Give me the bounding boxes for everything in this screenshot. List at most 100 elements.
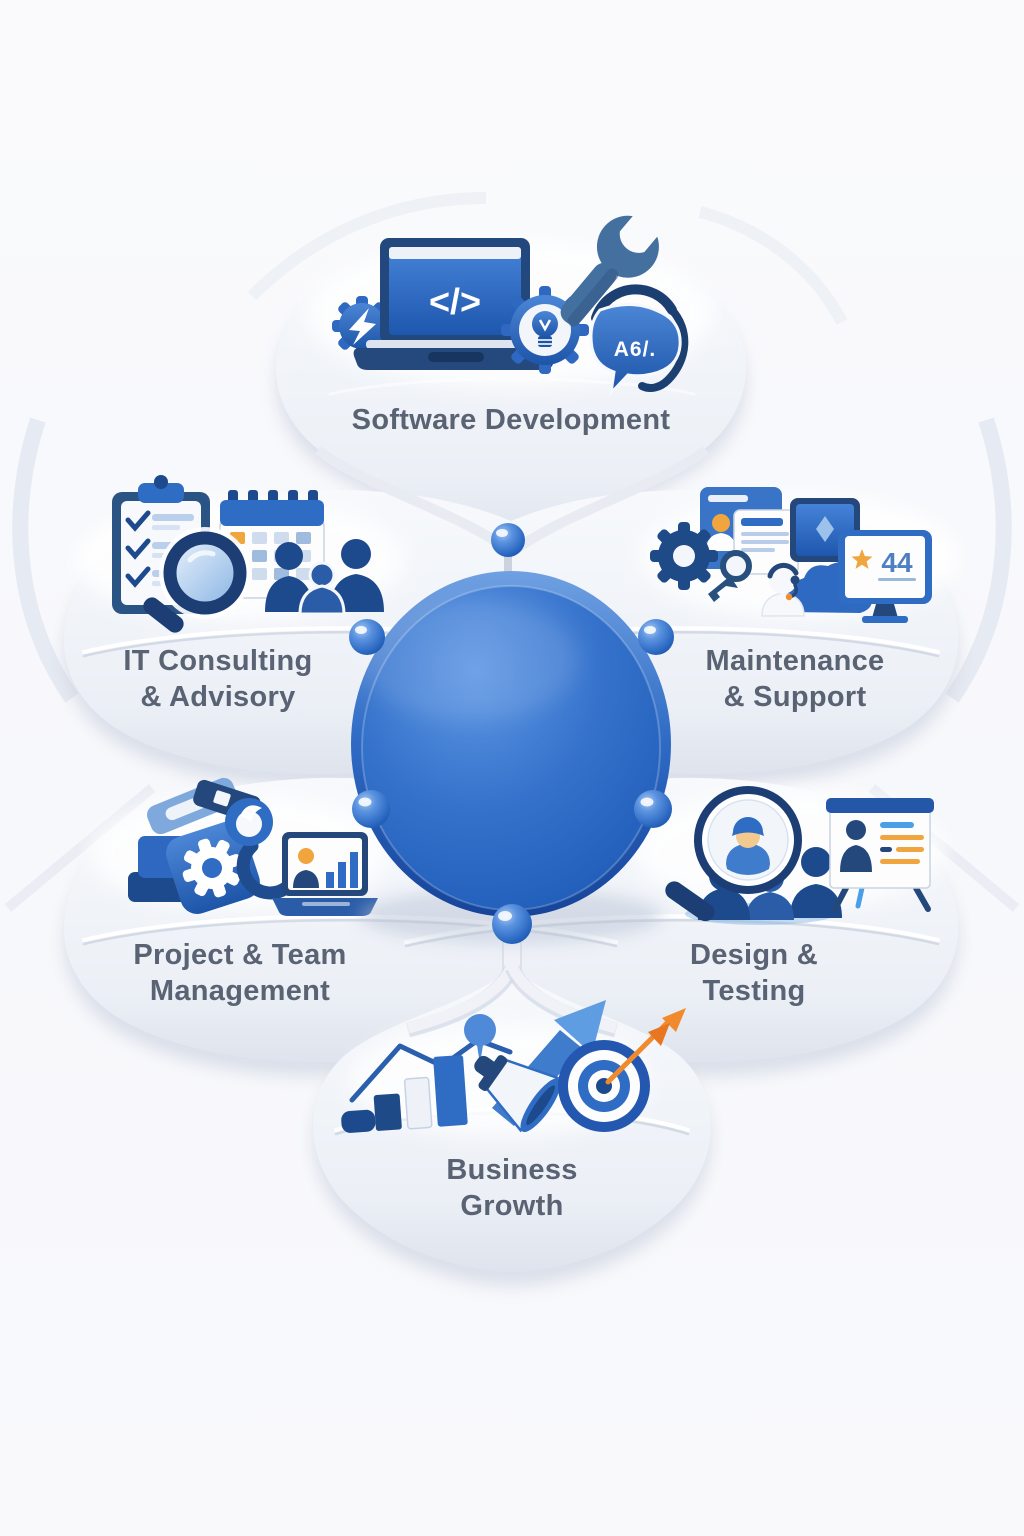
target-dart-icon [558,1008,686,1132]
wrench-head [596,215,659,278]
bar [326,872,334,888]
maintenance-support-icons: 44 [650,487,932,623]
avatar-hair [240,805,262,822]
clipboard-clip [138,483,184,503]
agent-mic [785,593,793,601]
check-mark [125,538,151,560]
chart-laptop-icon [272,832,378,916]
chat-bubble [589,303,682,398]
person-body [298,584,346,616]
monitor-rating-text: 44 [881,547,913,578]
bulb-filament [538,319,552,332]
person-head [308,561,336,589]
gear-hole [673,545,695,567]
bolt-glyph [349,308,376,345]
background-swoosh [945,417,1012,703]
petal-label-maintenance-support: Maintenance & Support [705,645,885,713]
avatar-body [706,533,736,551]
bulb-stripe [538,339,552,341]
petal-label-it-consulting: IT Consulting & Advisory [123,645,313,713]
rating-underline [878,578,916,581]
business-growth-icons [341,1000,686,1133]
laptop-screen [389,247,521,335]
arrow-head [554,1000,606,1054]
node-sphere [352,790,390,828]
connector-spheres [349,523,674,944]
profile-cap [732,817,764,836]
screen-topbar [389,247,521,259]
laptop-deck [366,340,544,349]
laptop-base [272,898,378,916]
monitor-base [862,616,908,623]
node-sphere [634,790,672,828]
person-body [293,870,319,888]
calendar-grid [230,532,311,580]
bulb-stripe [538,343,552,345]
chat-bubble-text: A6/. [614,338,657,361]
avatar-face [236,811,262,837]
check-mark [125,510,151,532]
card-line [708,495,748,502]
bar [403,1076,433,1130]
agent-headset [767,562,799,579]
bar [350,852,358,888]
trend-stem [477,1045,483,1058]
bar [338,862,346,888]
project-team-icons [128,777,378,916]
profile-body [726,843,770,875]
calendar-header [220,500,324,526]
support-chat-bubble-icon: A6/. [589,284,689,398]
monitor-stand [872,604,898,618]
gear-tile-icon [166,821,260,914]
list-line [152,514,194,521]
key-icon [708,550,752,602]
ridge [515,446,710,553]
avatar-icon [225,798,273,846]
gear-bolt-icon [332,296,392,356]
laptop-notch [428,352,484,362]
megaphone-band [478,1055,508,1092]
avatar-head [712,514,730,532]
code-glyph: </> [429,281,481,322]
keyboard-line [302,902,350,906]
center-hub [351,571,671,944]
clip-knob [154,475,168,489]
bar [433,1055,468,1127]
magnifier-handle [665,881,715,922]
petal-label-software-development: Software Development [351,404,671,437]
bulb-base [538,336,552,347]
arm-hole [213,790,231,807]
megaphone-bell-inner [526,1085,555,1126]
design-testing-icons [665,786,934,925]
gear-hole [202,858,222,878]
magnifier-ring [163,531,247,615]
doc-line [741,532,789,536]
doc-line [741,548,775,552]
bar-base [341,1109,376,1133]
agent-earcup [790,575,800,585]
board-leg [913,885,931,912]
board-line [880,859,920,864]
magnifier-handle [143,597,184,633]
presentation-board-icon [826,798,934,912]
doc-line [741,540,789,544]
bulb-glass [532,311,558,337]
background-swoosh [12,417,79,703]
node-sphere [491,523,525,557]
profile-head [846,820,866,840]
trend-head [464,1014,496,1046]
wrench-shade [567,268,619,327]
calendar-icon [219,490,325,599]
doc-title [741,518,783,526]
person-head [275,542,303,570]
agent-head [769,566,797,594]
headset-band [591,284,677,323]
person-head [801,847,831,877]
background-swoosh [4,784,156,912]
board-leg [832,885,849,912]
background-swoosh [698,206,848,325]
person-head [341,539,371,569]
bar-chart-icon [341,1055,468,1133]
board-topbar [826,798,934,813]
